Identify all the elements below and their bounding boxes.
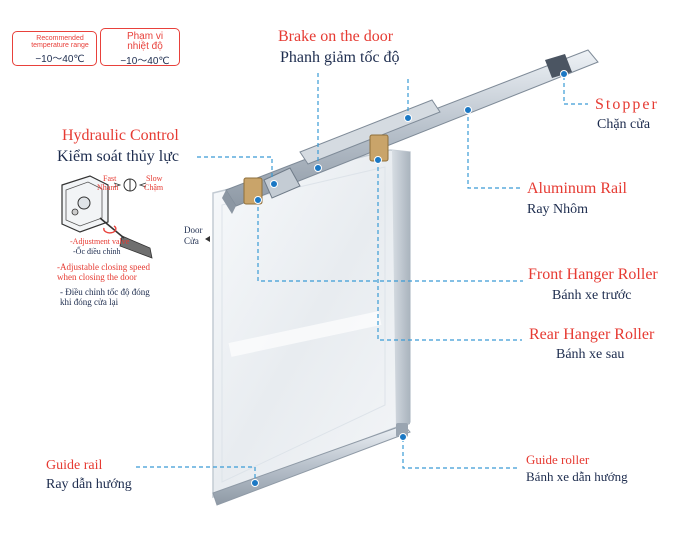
badge-caption-line1: Recommended [36,35,84,42]
aluminum-rail-label-en: Aluminum Rail [527,180,627,197]
rear-roller-label-vi: Bánh xe sau [556,347,625,362]
hydraulic-inset [55,168,175,259]
temperature-range: −10～40℃ [35,54,85,65]
valve-label-vi: -Ốc điều chỉnh [73,247,121,256]
note-line: -Adjustable closing speed [57,262,150,272]
door-label-vi: Cửa [184,236,199,246]
door-panel [212,149,411,499]
valve-label-en: -Adjustment valve [70,237,130,246]
stopper-label-en: Stopper [595,96,659,113]
hydraulic-label-en: Hydraulic Control [62,127,179,144]
marker-dots [251,70,568,487]
badge-caption-line2: temperature range [31,42,89,49]
leader-lines [136,73,588,482]
closing-speed-note-en: -Adjustable closing speed when closing t… [57,262,150,283]
temperature-badge-en: Recommended temperature range −10～40℃ [12,31,97,66]
temperature-range: −10～40℃ [120,56,170,67]
brake-label-vi: Phanh giảm tốc độ [280,49,400,66]
note-line: when closing the door [57,272,137,283]
door-arrow-icon [205,236,210,242]
door-label-en: Door [184,225,203,235]
note-line: khi đóng cửa lại [60,297,119,308]
brake-label-en: Brake on the door [278,28,394,45]
slow-label-en: Slow [146,174,163,183]
front-roller-label-en: Front Hanger Roller [528,266,658,283]
aluminum-rail-label-vi: Ray Nhôm [527,202,589,217]
hydraulic-label-vi: Kiểm soát thủy lực [57,148,179,165]
note-line: - Điều chỉnh tốc độ đóng [60,287,150,297]
guide-rail-bar [212,423,411,506]
slow-label-vi: Chậm [144,183,164,192]
badge-caption-line2: nhiệt độ [127,41,163,52]
badge-caption-line1: Phạm vi [126,31,164,42]
guide-rail-label-en: Guide rail [46,458,103,473]
stopper-label-vi: Chặn cửa [597,117,651,132]
guide-rail-label-vi: Ray dẫn hướng [46,477,132,492]
fast-label-vi: Nhanh [97,183,119,192]
closing-speed-note-vi: - Điều chỉnh tốc độ đóng khi đóng cửa lạ… [60,287,150,308]
front-roller-label-vi: Bánh xe trước [552,288,632,303]
guide-roller-label-en: Guide roller [526,452,590,467]
temperature-badge-vi: Phạm vi nhiệt độ −10～40℃ [100,28,180,67]
rear-roller-label-en: Rear Hanger Roller [529,326,655,343]
fast-label-en: Fast [103,174,117,183]
guide-roller-label-vi: Bánh xe dẫn hướng [526,469,628,484]
